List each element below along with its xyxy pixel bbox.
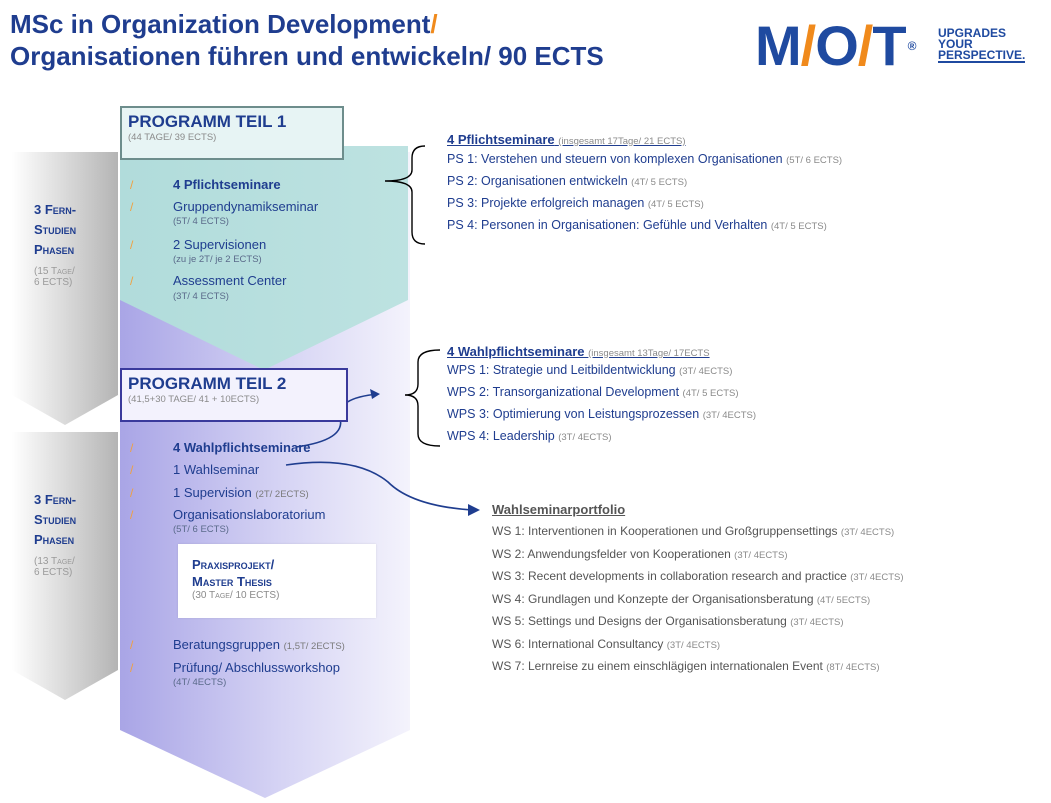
wahlpflichtseminare-list: 4 Wahlpflichtseminare (insgesamt 13Tage/… <box>447 344 756 448</box>
p1-item-assessment-detail: (3T/ 4 ECTS) <box>173 291 229 302</box>
fernstudien-chevron-1 <box>12 152 118 425</box>
programm1-title: PROGRAMM TEIL 1 <box>128 112 287 131</box>
list-item: WPS 2: Transorganizational Development (… <box>447 385 739 399</box>
programm1-subtitle: (44 TAGE/ 39 ECTS) <box>128 132 217 143</box>
bullet-mark: / <box>130 178 134 192</box>
bullet-mark: / <box>130 274 134 288</box>
fernstudien-chevron-2 <box>12 432 118 700</box>
list-item: WPS 1: Strategie und Leitbildentwicklung… <box>447 363 733 377</box>
bullet-mark: / <box>130 638 134 652</box>
fernstudien-label-1: 3 Fern- Studien Phasen <box>34 202 77 257</box>
mot-logo: M/O/T® <box>755 14 916 77</box>
programm1-header: PROGRAMM TEIL 1 (44 TAGE/ 39 ECTS) <box>120 106 344 160</box>
programm2-title: PROGRAMM TEIL 2 <box>128 374 287 393</box>
page-title: MSc in Organization Development/ Organis… <box>10 9 604 71</box>
fernstudien-detail-1: (15 Tage/ 6 ECTS) <box>34 266 75 288</box>
list-item: WS 3: Recent developments in collaborati… <box>492 569 904 583</box>
p1-item-assessment: Assessment Center <box>173 273 287 288</box>
list-item: WS 2: Anwendungsfelder von Kooperationen… <box>492 546 788 561</box>
p1-item-supervisionen: 2 Supervisionen <box>173 237 267 252</box>
bullet-mark: / <box>130 486 134 500</box>
p1-item-pflichtseminare: 4 Pflichtseminare <box>173 177 281 192</box>
list-item: WPS 3: Optimierung von Leistungsprozesse… <box>447 407 757 421</box>
p2-item-organisationslaboratorium-detail: (5T/ 6 ECTS) <box>173 524 229 535</box>
brace-wahlpflicht <box>404 349 441 447</box>
p2-item-wahlpflichtseminare: 4 Wahlpflichtseminare <box>173 440 311 455</box>
p1-item-gruppendynamik-detail: (5T/ 4 ECTS) <box>173 216 229 227</box>
list-item: PS 2: Organisationen entwickeln (4T/ 5 E… <box>447 174 688 188</box>
list-item: PS 4: Personen in Organisationen: Gefühl… <box>447 218 827 232</box>
programm2-subtitle: (41,5+30 TAGE/ 41 + 10ECTS) <box>128 394 260 405</box>
bullet-mark: / <box>130 441 134 455</box>
p2-item-wahlseminar: 1 Wahlseminar <box>173 462 260 477</box>
list-item: WS 6: International Consultancy (3T/ 4EC… <box>492 636 721 651</box>
p1-item-gruppendynamik: Gruppendynamikseminar <box>173 199 319 214</box>
p2-item-beratungsgruppen: Beratungsgruppen (1,5T/ 2ECTS) <box>173 637 345 652</box>
wahlseminarportfolio-heading: Wahlseminarportfolio <box>492 502 626 517</box>
list-item: WPS 4: Leadership (3T/ 4ECTS) <box>447 429 612 443</box>
bullet-mark: / <box>130 661 134 675</box>
wahlseminarportfolio-list: Wahlseminarportfolio WS 1: Interventione… <box>492 502 904 679</box>
bullet-mark: / <box>130 463 134 477</box>
wahlpflichtseminare-heading: 4 Wahlpflichtseminare (insgesamt 13Tage/… <box>447 344 710 359</box>
bullet-mark: / <box>130 238 134 252</box>
list-item: WS 7: Lernreise zu einem einschlägigen i… <box>492 659 880 673</box>
fernstudien-detail-2: (13 Tage/ 6 ECTS) <box>34 556 75 578</box>
pflichtseminare-list: 4 Pflichtseminare (insgesamt 17Tage/ 21 … <box>447 132 842 237</box>
p2-item-pruefung-detail: (4T/ 4ECTS) <box>173 677 227 688</box>
programm2-header: PROGRAMM TEIL 2 (41,5+30 TAGE/ 41 + 10EC… <box>120 368 348 422</box>
p1-item-supervisionen-detail: (zu je 2T/ je 2 ECTS) <box>173 254 262 265</box>
list-item: WS 5: Settings und Designs der Organisat… <box>492 614 844 628</box>
p2-item-organisationslaboratorium: Organisationslaboratorium <box>173 507 326 522</box>
fernstudien-label-2: 3 Fern- Studien Phasen <box>34 492 77 547</box>
bullet-mark: / <box>130 200 134 214</box>
pflichtseminare-heading: 4 Pflichtseminare (insgesamt 17Tage/ 21 … <box>447 132 686 147</box>
arrow-to-portfolio <box>285 461 473 511</box>
bullet-mark: / <box>130 508 134 522</box>
p2-item-supervision: 1 Supervision (2T/ 2ECTS) <box>173 485 309 500</box>
programm1-chevron <box>120 146 408 370</box>
list-item: PS 3: Projekte erfolgreich managen (4T/ … <box>447 196 704 210</box>
logo-tagline: UPGRADES YOUR PERSPECTIVE. <box>938 26 1026 63</box>
list-item: WS 1: Interventionen in Kooperationen un… <box>492 524 895 538</box>
p2-item-pruefung: Prüfung/ Abschlussworkshop <box>173 660 340 675</box>
praxisprojekt-box: Praxisprojekt/ Master Thesis (30 Tage/ 1… <box>178 544 376 618</box>
list-item: WS 4: Grundlagen und Konzepte der Organi… <box>492 591 871 606</box>
brace-pflicht <box>384 145 426 245</box>
list-item: PS 1: Verstehen und steuern von komplexe… <box>447 152 843 166</box>
